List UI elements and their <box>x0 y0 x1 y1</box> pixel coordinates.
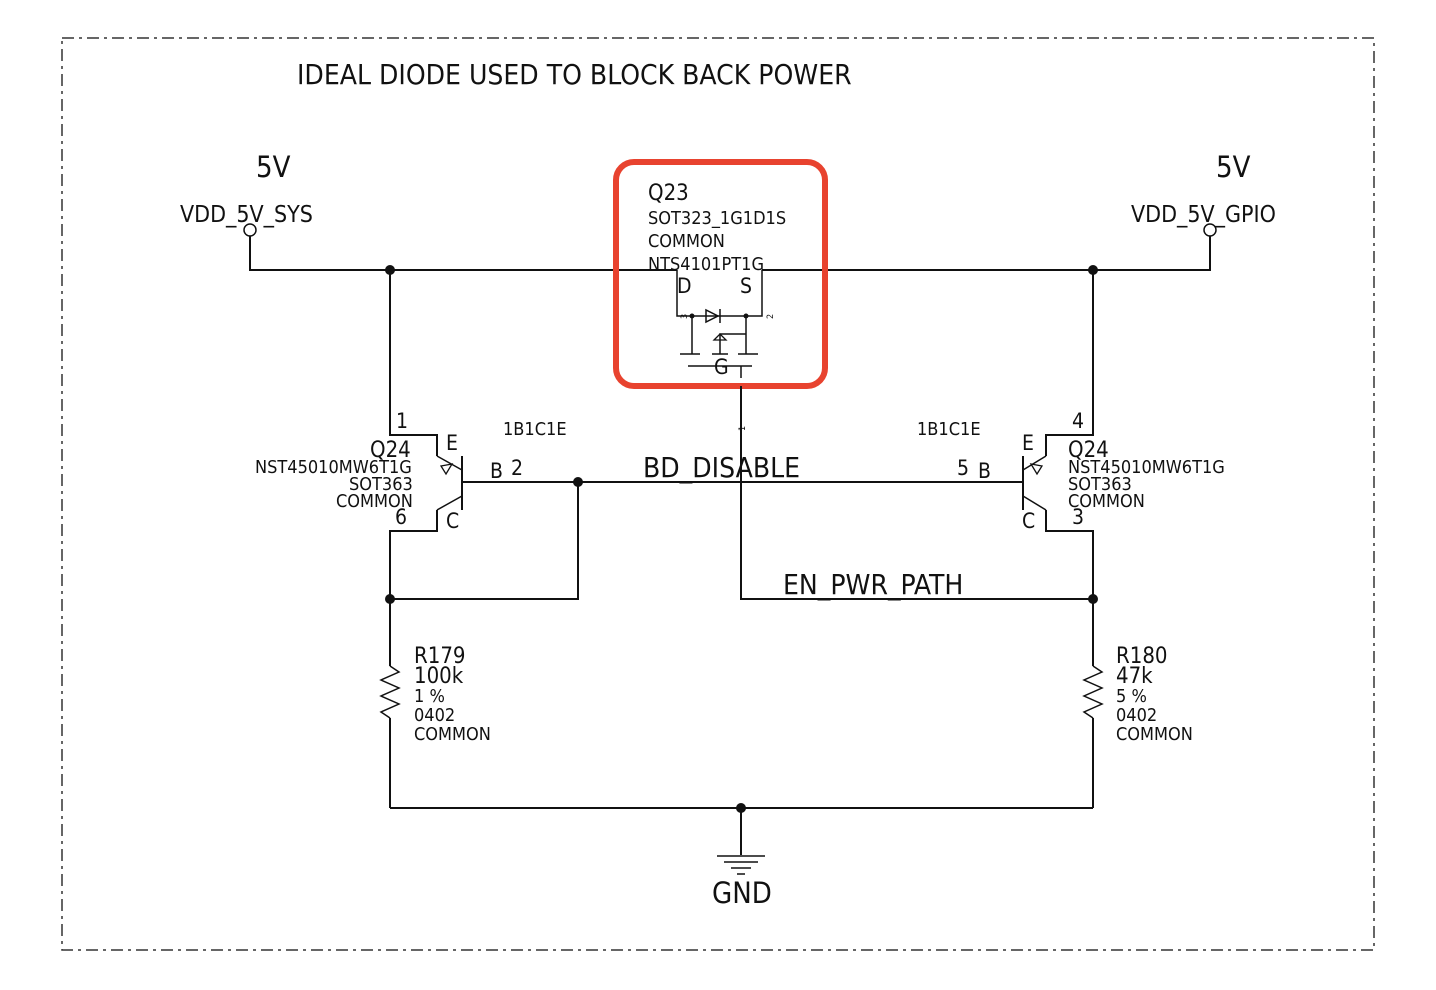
rail-net-left: VDD_5V_SYS <box>180 202 313 228</box>
q24-left-config: 1B1C1E <box>503 419 567 440</box>
q23-class: COMMON <box>648 231 725 252</box>
highlight-box <box>613 159 828 389</box>
rail-net-right: VDD_5V_GPIO <box>1131 202 1276 228</box>
power-port-vdd-5v-sys[interactable]: 5V VDD_5V_SYS <box>180 150 313 237</box>
q24-right-config: 1B1C1E <box>917 419 981 440</box>
r179-tolerance: 1 % <box>414 686 445 707</box>
r179-package: 0402 <box>414 705 455 726</box>
channel-arrow-icon <box>712 333 728 341</box>
emitter-arrow-icon <box>439 463 454 476</box>
q24-left-class: COMMON <box>336 491 413 512</box>
resistor-zigzag-icon <box>379 665 401 719</box>
rail-voltage-left: 5V <box>256 150 291 184</box>
r179-value: 100k <box>414 664 464 689</box>
q24-right-pin-b: B <box>978 459 991 483</box>
r179-class: COMMON <box>414 724 491 745</box>
q24-right-class: COMMON <box>1068 491 1145 512</box>
q23-pin-num-g: 1 <box>738 426 748 431</box>
transistor-q24-left[interactable]: 1 Q24 NST45010MW6T1G SOT363 COMMON 6 E C… <box>255 270 578 599</box>
net-bd-disable[interactable]: BD_DISABLE <box>385 451 1023 604</box>
ground-gnd[interactable]: GND <box>390 803 1093 910</box>
q23-pin-s-label: S <box>740 274 752 298</box>
power-port-vdd-5v-gpio[interactable]: 5V VDD_5V_GPIO <box>1131 150 1276 237</box>
q24-left-pin-c: C <box>446 509 459 533</box>
rail-voltage-right: 5V <box>1216 150 1251 184</box>
r180-ref: R180 <box>1116 644 1168 669</box>
resistor-zigzag-icon <box>1082 665 1104 719</box>
resistor-r179[interactable]: R179 100k 1 % 0402 COMMON <box>379 599 491 808</box>
wire-gate <box>740 386 1093 600</box>
q23-package: SOT323_1G1D1S <box>648 208 786 229</box>
emitter-arrow-icon <box>1029 463 1044 476</box>
r180-tolerance: 5 % <box>1116 686 1147 707</box>
q24-right-pin-num-b: 5 <box>957 456 969 480</box>
q24-right-ref: Q24 <box>1068 438 1109 463</box>
q23-pin-num-s: 2 <box>766 314 776 319</box>
body-diode-icon <box>705 308 720 324</box>
q23-pin-d-label: D <box>677 274 692 298</box>
r180-value: 47k <box>1116 664 1153 689</box>
q23-pin-g-label: G <box>714 355 729 379</box>
q24-right-part: NST45010MW6T1G <box>1068 457 1225 478</box>
resistor-r180[interactable]: R180 47k 5 % 0402 COMMON <box>1082 599 1193 808</box>
q24-left-pin-e: E <box>446 431 458 455</box>
q24-right-pin-num-e: 4 <box>1072 409 1084 433</box>
q24-left-pin-b: B <box>490 459 503 483</box>
q24-left-part: NST45010MW6T1G <box>255 457 412 478</box>
gnd-label: GND <box>712 876 772 910</box>
q24-right-package: SOT363 <box>1068 474 1132 495</box>
net-label-en-pwr-path: EN_PWR_PATH <box>783 568 963 601</box>
q23-ref: Q23 <box>648 181 689 206</box>
ground-symbol-icon <box>717 855 765 875</box>
sheet-border <box>61 37 1375 951</box>
r179-ref: R179 <box>414 644 466 669</box>
power-port-circle-icon <box>243 223 257 237</box>
q24-right-pin-e: E <box>1022 431 1034 455</box>
q24-right-pin-c: C <box>1022 509 1035 533</box>
net-label-bd-disable: BD_DISABLE <box>643 451 800 484</box>
r180-package: 0402 <box>1116 705 1157 726</box>
q24-left-package: SOT363 <box>349 474 413 495</box>
mosfet-q23[interactable]: Q23 SOT323_1G1D1S COMMON NTS4101PT1G D S… <box>648 181 786 431</box>
q24-right-pin-num-c: 3 <box>1072 505 1084 529</box>
sheet-title: IDEAL DIODE USED TO BLOCK BACK POWER <box>297 58 852 91</box>
q24-left-pin-num-b: 2 <box>511 456 523 480</box>
r180-class: COMMON <box>1116 724 1193 745</box>
power-port-circle-icon <box>1203 223 1217 237</box>
q23-part: NTS4101PT1G <box>648 254 764 275</box>
transistor-q24-right[interactable]: 4 Q24 NST45010MW6T1G SOT363 COMMON 3 E C… <box>917 270 1225 599</box>
q24-left-ref: Q24 <box>370 438 411 463</box>
q24-left-pin-num-e: 1 <box>396 409 408 433</box>
q24-left-pin-num-c: 6 <box>395 505 407 529</box>
